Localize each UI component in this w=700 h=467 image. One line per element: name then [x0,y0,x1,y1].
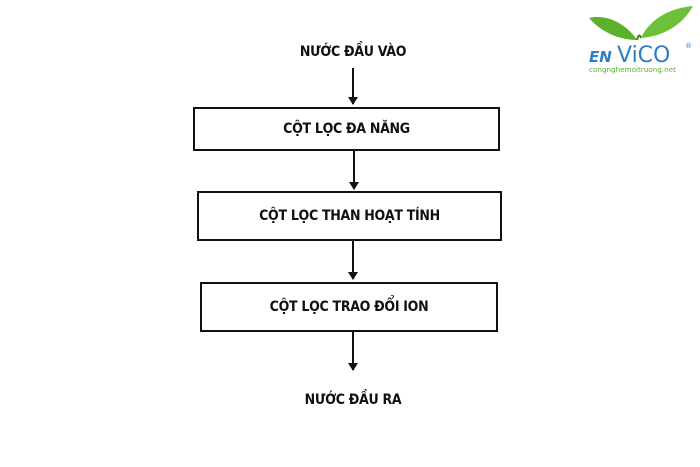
svg-text:®: ® [685,42,692,50]
step-box-multimedia-filter: CỘT LỌC ĐA NĂNG [193,107,500,151]
envico-logo: EN ViCO ® congnghemoitruong.net [585,2,697,78]
step-box-activated-carbon-filter: CỘT LỌC THAN HOẠT TÍNH [197,191,502,241]
svg-text:ViCO: ViCO [617,43,670,68]
leaf-icon: EN ViCO ® congnghemoitruong.net [589,6,693,74]
arrow-down [348,241,358,280]
svg-text:EN: EN [589,48,612,66]
arrow-down [349,151,359,190]
arrow-down [348,68,358,105]
arrow-down [348,332,358,371]
svg-text:congnghemoitruong.net: congnghemoitruong.net [589,65,676,74]
input-label: NƯỚC ĐẦU VÀO [299,44,407,60]
output-label: NƯỚC ĐẦU RA [304,392,402,408]
step-box-ion-exchange-filter: CỘT LỌC TRAO ĐỔI ION [200,282,498,332]
